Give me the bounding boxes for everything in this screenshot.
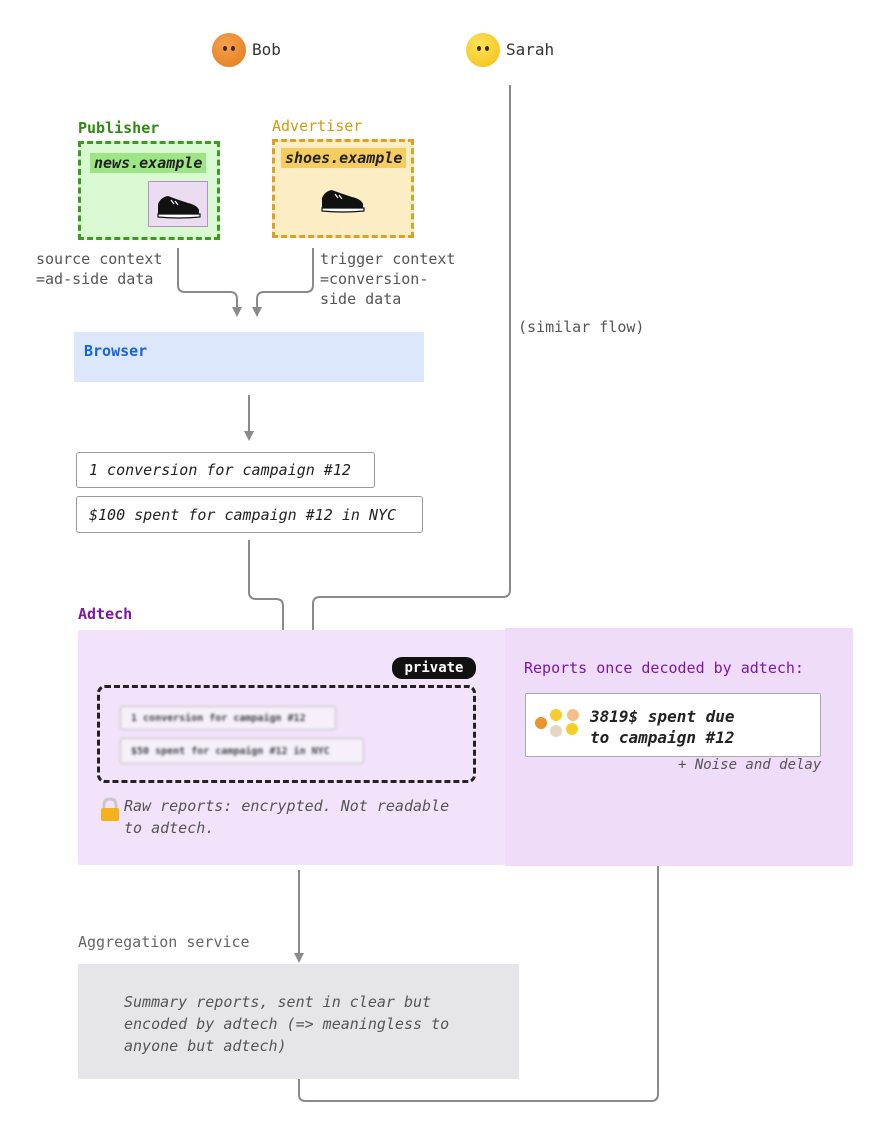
encrypted-report: 1 conversion for campaign #12 bbox=[120, 706, 336, 730]
encrypted-reports-box: 1 conversion for campaign #12 $50 spent … bbox=[97, 685, 476, 783]
publisher-site-name: news.example bbox=[90, 153, 207, 173]
ad-image bbox=[148, 181, 208, 227]
aggregation-service-box bbox=[78, 964, 519, 1079]
sneaker-icon bbox=[321, 190, 365, 213]
reports-to-adtech-arrow bbox=[248, 540, 288, 675]
advertiser-site-name: shoes.example bbox=[281, 148, 407, 168]
summary-reports-text: Summary reports, sent in clear but encod… bbox=[124, 993, 450, 1055]
face-icon bbox=[550, 709, 562, 721]
decoded-title: Reports once decoded by adtech: bbox=[524, 659, 804, 677]
advertiser-caption: trigger context =conversion- side data bbox=[320, 250, 456, 308]
similar-flow-label: (similar flow) bbox=[518, 318, 645, 336]
raw-reports-caption: Raw reports: encrypted. Not readable to … bbox=[124, 797, 450, 837]
publisher-to-browser-arrow bbox=[177, 248, 242, 317]
face-icon bbox=[567, 709, 579, 721]
adtech-label: Adtech bbox=[78, 605, 133, 623]
decoded-report-box: 3819$ spent due to campaign #12 bbox=[525, 693, 821, 757]
bob-face-icon bbox=[212, 33, 246, 67]
face-icon bbox=[550, 725, 562, 737]
spend-report: $100 spent for campaign #12 in NYC bbox=[76, 496, 423, 533]
face-icon bbox=[566, 723, 578, 735]
sarah-face-icon bbox=[466, 33, 500, 67]
aggregation-label: Aggregation service bbox=[78, 933, 250, 951]
sarah-name: Sarah bbox=[506, 40, 555, 59]
lock-icon bbox=[101, 797, 119, 821]
advertiser-site-box: shoes.example bbox=[272, 139, 414, 238]
conversion-report: 1 conversion for campaign #12 bbox=[76, 452, 375, 488]
browser-label: Browser bbox=[84, 342, 148, 360]
noise-caption: + Noise and delay bbox=[678, 757, 822, 773]
browser-box: Browser bbox=[74, 332, 424, 382]
bob-name: Bob bbox=[252, 40, 281, 59]
advertiser-to-browser-arrow bbox=[252, 248, 314, 317]
encrypted-report: $50 spent for campaign #12 in NYC bbox=[120, 738, 364, 764]
decoded-report-text: 3819$ spent due to campaign #12 bbox=[590, 707, 735, 747]
publisher-caption: source context =ad-side data bbox=[36, 250, 163, 288]
publisher-label: Publisher bbox=[78, 119, 160, 137]
face-icon bbox=[535, 717, 547, 729]
sneaker-icon bbox=[157, 196, 201, 219]
private-badge: private bbox=[392, 657, 476, 679]
aggregation-to-decoded-arrow bbox=[298, 777, 663, 1102]
advertiser-label: Advertiser bbox=[272, 117, 363, 135]
sarah-flow-arrow bbox=[308, 85, 511, 675]
publisher-site-box: news.example bbox=[78, 141, 220, 240]
